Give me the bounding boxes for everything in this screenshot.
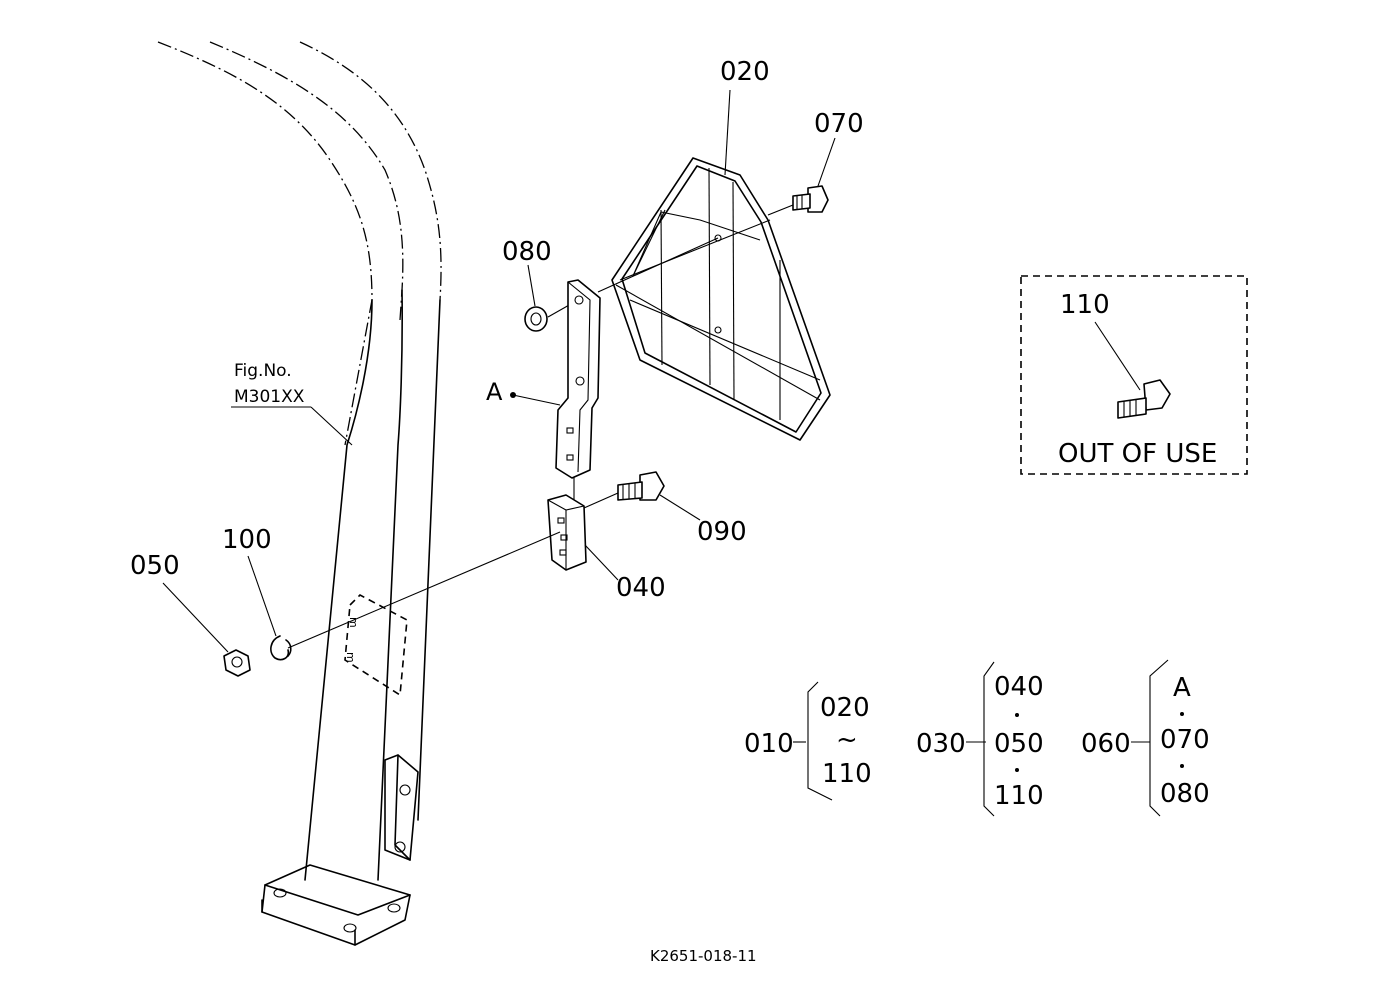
group-010-id: 010 [744,729,794,759]
svg-text:m: m [344,652,357,663]
group-060-bottom: 080 [1160,779,1210,809]
label-a: A [486,378,503,406]
part-080-nut [524,306,548,332]
part-110-bolt [1117,379,1171,419]
fig-label: Fig.No. [234,361,292,381]
group-030: 030 040 050 110 [916,661,1044,817]
part-100-spring-washer [270,635,292,661]
part-050-nut [223,649,251,677]
label-050: 050 [130,551,180,581]
group-010-top: 020 [820,693,870,723]
group-030-top: 040 [994,672,1044,702]
group-010-bottom: 110 [822,759,872,789]
fig-number: M301XX [234,387,305,407]
group-060-id: 060 [1081,729,1131,759]
part-040-clip [547,494,587,571]
group-030-mid: 050 [994,729,1044,759]
part-020-guard [611,157,831,441]
group-030-id: 030 [916,729,966,759]
drawing-code: K2651-018-11 [650,947,757,965]
label-070: 070 [814,109,864,139]
svg-text:m: m [347,617,360,628]
rops-frame: m m [157,41,442,946]
label-080: 080 [502,237,552,267]
bracket-a [555,279,601,479]
label-110-box: 110 [1060,290,1110,320]
group-010: 010 020 ~ 110 [744,681,872,801]
part-070-bolt [792,185,829,213]
group-060: 060 A 070 080 [1081,659,1210,817]
label-090: 090 [697,517,747,547]
out-of-use-text: OUT OF USE [1058,439,1217,469]
group-010-sep: ~ [836,725,858,755]
figure-reference: Fig.No. M301XX [231,361,353,446]
out-of-use-box: 110 OUT OF USE [1020,275,1248,475]
group-030-bottom: 110 [994,781,1044,811]
label-040: 040 [616,573,666,603]
group-060-top: A [1173,673,1191,703]
label-020: 020 [720,57,770,87]
group-060-mid: 070 [1160,725,1210,755]
label-100: 100 [222,525,272,555]
part-090-bolt [617,471,665,501]
